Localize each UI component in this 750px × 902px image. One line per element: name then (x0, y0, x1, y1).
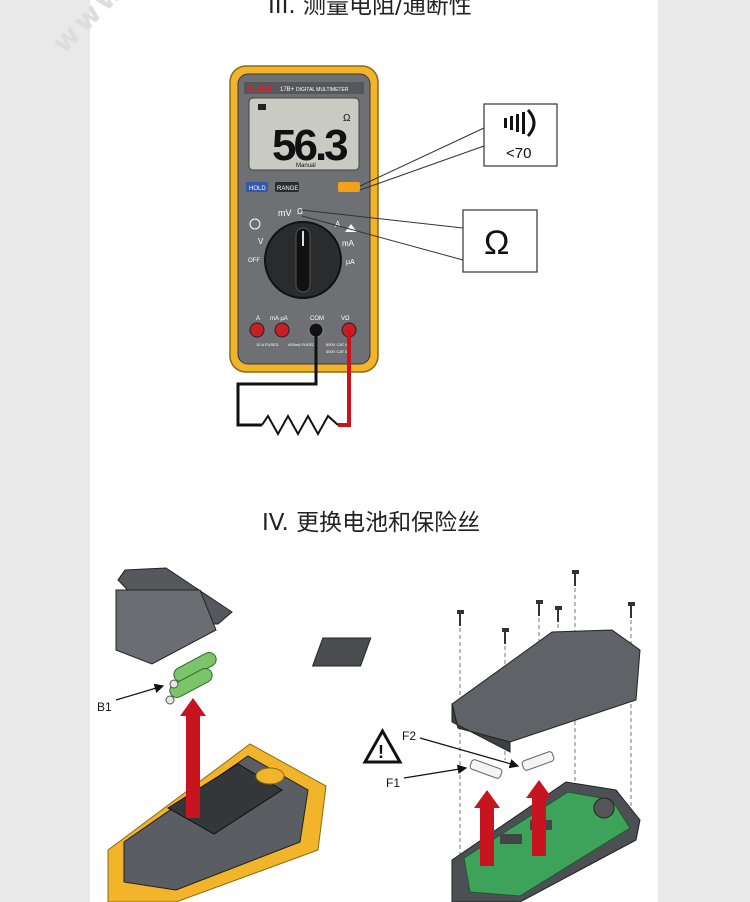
jack-label-com: COM (310, 316, 324, 322)
fused-label-2: 400mA FUSED (288, 342, 315, 347)
fuse1-label: F1 (386, 776, 400, 790)
meter-top-case-edge (451, 703, 511, 753)
callout-line-continuity-2 (359, 145, 485, 191)
fuse-replacement-illustration: ! F2 F1 (311, 570, 641, 902)
meter-label-strip (244, 82, 364, 94)
rotary-dial-knob (295, 227, 311, 293)
section-title-replace-battery-fuse: IV. 更换电池和保险丝 (262, 510, 481, 536)
dial-label-ua: µA (346, 259, 355, 266)
lcd-mode: Manual (296, 163, 316, 169)
fuse-holder-1 (500, 834, 522, 844)
red-test-lead (338, 330, 351, 427)
meter-case-recess (311, 637, 372, 667)
fuse1-pointer-line (403, 764, 468, 779)
jack-a (249, 322, 265, 338)
continuity-callout-box (483, 103, 558, 167)
fuse2-arrow-head (526, 780, 552, 798)
meter-model-desc: DIGITAL MULTIMETER (296, 87, 349, 93)
dial-label-a: A (335, 220, 341, 229)
ohm-symbol: Ω (484, 224, 509, 262)
jack-label-ma: mA µA (270, 316, 288, 322)
dial-label-mv: mV (278, 208, 292, 218)
fuse2-arrow-shaft (532, 796, 546, 856)
battery-door-panel (115, 589, 217, 665)
fuse1-arrow-head (474, 790, 500, 808)
fuse1-arrow-shaft (480, 806, 494, 866)
lcd-unit: Ω (343, 113, 351, 124)
jack-label-a: A (256, 316, 260, 322)
range-button-label: RANGE (277, 186, 298, 192)
jack-label-v: VΩ (341, 316, 350, 322)
pcb-component (593, 797, 615, 819)
fuse2-label: F2 (402, 729, 416, 743)
section-title-measure-resistance: III. 测量电阻/通断性 (268, 0, 472, 19)
battery-arrow-head (180, 698, 206, 716)
hold-button[interactable] (246, 182, 268, 192)
dial-label-ohm: Ω (297, 207, 303, 216)
battery-label: B1 (97, 700, 112, 714)
beeper-icon (504, 108, 536, 138)
black-test-lead (236, 330, 318, 427)
warning-triangle-icon (362, 727, 403, 764)
pcb-board (463, 791, 631, 897)
dial-mode-icon (249, 218, 261, 230)
battery-arrow-shaft (186, 714, 200, 818)
dial-label-ma: mA (342, 239, 355, 248)
lcd-battery-icon (258, 104, 266, 110)
lcd-reading: 56.3 (272, 121, 347, 170)
meter-top-case (451, 629, 641, 743)
lcd-display (248, 97, 360, 171)
battery-replacement-illustration: B1 (97, 567, 327, 902)
tilt-stand-hole (255, 767, 285, 785)
batteries (165, 651, 217, 705)
resistor-symbol (261, 413, 339, 437)
fuse2-pointer-line (419, 737, 520, 769)
select-button[interactable] (338, 182, 360, 192)
warning-exclamation: ! (378, 742, 384, 762)
battery-pointer-line (115, 683, 165, 701)
hold-button-label: HOLD (249, 186, 266, 192)
meter-brand: FLUKE (248, 86, 272, 93)
fused-label-1: 10 A FUSED (256, 342, 279, 347)
jack-ma (274, 322, 290, 338)
callout-line-ohm (301, 209, 464, 229)
screws (457, 570, 635, 644)
callout-line-ohm-2 (301, 215, 464, 261)
callout-line-continuity (359, 127, 485, 187)
cat-label-1: 600V CAT II (326, 342, 347, 347)
dial-label-v: V (258, 237, 264, 246)
multimeter: FLUKE 17B+ DIGITAL MULTIMETER 56.3 Ω Man… (229, 65, 379, 373)
range-button[interactable] (275, 182, 299, 192)
fuses (469, 751, 555, 779)
dial-label-off: OFF (248, 258, 260, 264)
ohm-callout-box (462, 209, 538, 273)
continuity-threshold: <70 (506, 145, 531, 162)
meter-model: 17B+ (280, 87, 295, 93)
cat-label-2: 300V CAT III (326, 349, 349, 354)
